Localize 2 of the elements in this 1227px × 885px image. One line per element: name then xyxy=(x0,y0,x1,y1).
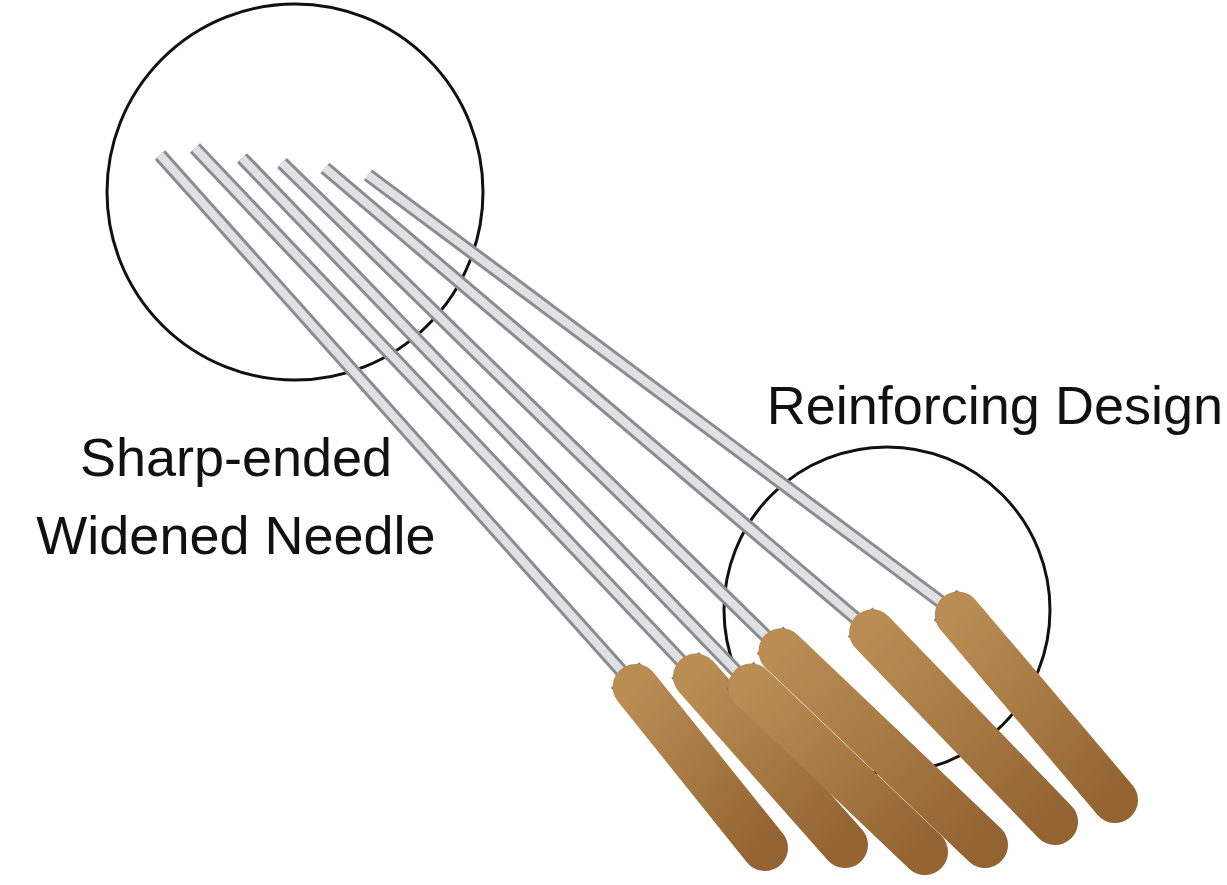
callout-label: Sharp-ended Widened Needle xyxy=(35,426,437,568)
callout-label: Reinforcing Design xyxy=(765,374,1223,437)
